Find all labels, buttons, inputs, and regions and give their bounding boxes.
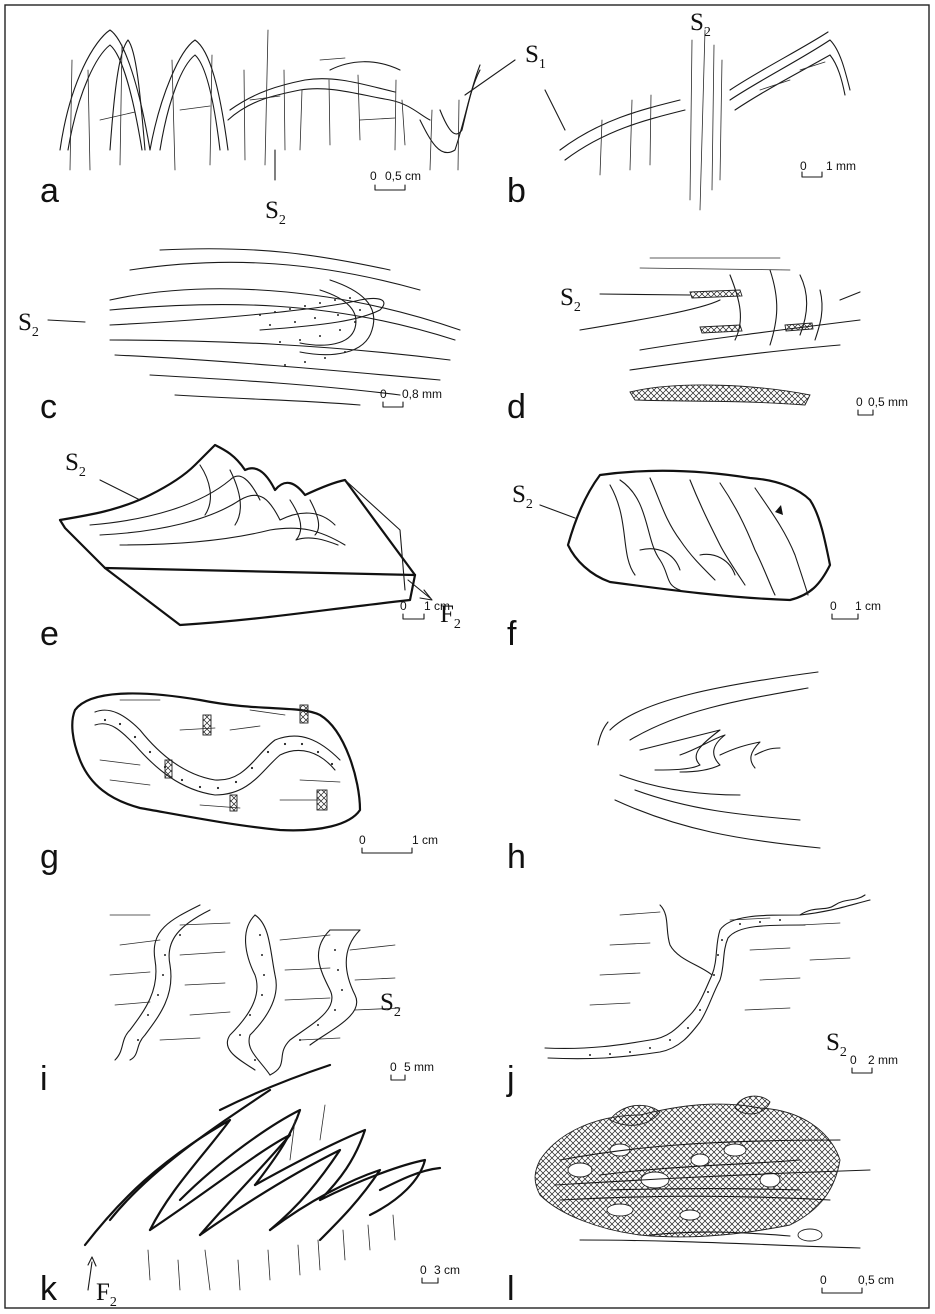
panel-j-label-s2: S2 bbox=[826, 1029, 847, 1060]
panel-a-scale-zero: 0 bbox=[370, 169, 377, 183]
panel-j-letter: j bbox=[506, 1060, 515, 1098]
panel-e-label-s2: S2 bbox=[65, 449, 86, 480]
panel-j-fold-sketch bbox=[545, 895, 870, 1059]
panel-d-scale-zero: 0 bbox=[856, 395, 863, 409]
figure-border bbox=[5, 5, 929, 1308]
panel-b-label-s2: S2 bbox=[690, 9, 711, 40]
panel-l-letter: l bbox=[507, 1270, 515, 1308]
panel-c-letter: c bbox=[40, 388, 57, 426]
panel-e-block-sketch bbox=[60, 445, 432, 625]
panel-c-scale-bar: 0 0,8 mm bbox=[380, 387, 442, 407]
panel-i-letter: i bbox=[40, 1060, 48, 1098]
panel-f-block-sketch bbox=[540, 471, 830, 600]
panel-l-scale-bar: 0 0,5 cm bbox=[820, 1273, 894, 1293]
panel-h-fold-sketch bbox=[598, 672, 820, 848]
panel-f-letter: f bbox=[507, 615, 517, 653]
panel-e: e S2 F2 0 1 cm bbox=[40, 445, 461, 653]
panel-l-clast-sketch bbox=[535, 1096, 870, 1248]
panel-j: j S2 0 2 mm bbox=[506, 895, 898, 1098]
panel-d-fold-sketch bbox=[580, 258, 860, 405]
panel-g-scale-zero: 0 bbox=[359, 833, 366, 847]
panel-d-scale-label: 0,5 mm bbox=[868, 395, 908, 409]
panel-f-scale-label: 1 cm bbox=[855, 599, 881, 613]
panel-c: c S2 0 0,8 mm bbox=[18, 249, 460, 426]
panel-b-letter: b bbox=[507, 172, 526, 210]
panel-i-scale-label: 5 mm bbox=[404, 1060, 434, 1074]
panel-g-letter: g bbox=[40, 838, 59, 876]
panel-g-scale-bar: 0 1 cm bbox=[359, 833, 438, 853]
panel-j-scale-label: 2 mm bbox=[868, 1053, 898, 1067]
panel-k-scale-bar: 0 3 cm bbox=[420, 1263, 460, 1283]
panel-d-scale-bar: 0 0,5 mm bbox=[856, 395, 908, 415]
panel-l: l 0 0,5 cm bbox=[507, 1096, 894, 1308]
panel-g-scale-label: 1 cm bbox=[412, 833, 438, 847]
panel-a: a S2 S1 0 0,5 cm bbox=[40, 30, 546, 228]
panel-f-label-s2: S2 bbox=[512, 481, 533, 512]
panel-e-scale-zero: 0 bbox=[400, 599, 407, 613]
panel-f-scale-zero: 0 bbox=[830, 599, 837, 613]
panel-j-stipple bbox=[589, 919, 781, 1056]
panel-d-letter: d bbox=[507, 388, 526, 426]
panel-b: b S2 0 1 mm bbox=[507, 9, 856, 210]
panel-b-scale-zero: 0 bbox=[800, 159, 807, 173]
panel-k-scale-zero: 0 bbox=[420, 1263, 427, 1277]
panel-c-fold-sketch bbox=[48, 249, 460, 405]
panel-h: h bbox=[507, 672, 820, 876]
panel-c-scale-label: 0,8 mm bbox=[402, 387, 442, 401]
panel-e-scale-label: 1 cm bbox=[424, 599, 450, 613]
panel-h-letter: h bbox=[507, 838, 526, 876]
panel-c-stipple bbox=[259, 297, 361, 366]
panel-a-label-s2: S2 bbox=[265, 197, 286, 228]
panel-g-pebble-sketch bbox=[72, 693, 360, 830]
panel-b-scale-label: 1 mm bbox=[826, 159, 856, 173]
panel-b-fold-sketch bbox=[545, 30, 850, 210]
panel-d: d S2 0 0,5 mm bbox=[507, 258, 908, 426]
panel-f-scale-bar: 0 1 cm bbox=[830, 599, 881, 619]
panel-k: k F2 0 3 cm bbox=[40, 1065, 460, 1310]
panel-k-fold-sketch bbox=[85, 1065, 440, 1290]
panel-i-scale-bar: 0 5 mm bbox=[390, 1060, 434, 1080]
panel-c-label-s2: S2 bbox=[18, 309, 39, 340]
panel-a-fold-sketch bbox=[60, 30, 515, 180]
panel-i-fold-sketch bbox=[110, 905, 400, 1075]
panel-k-letter: k bbox=[40, 1270, 58, 1308]
panel-a-scale-bar: 0 0,5 cm bbox=[370, 169, 421, 190]
panel-l-scale-label: 0,5 cm bbox=[858, 1273, 894, 1287]
panel-g-stipple bbox=[104, 719, 333, 789]
panel-k-scale-label: 3 cm bbox=[434, 1263, 460, 1277]
panel-j-scale-bar: 0 2 mm bbox=[850, 1053, 898, 1073]
shared-label-s1: S1 bbox=[525, 41, 546, 72]
panel-k-label-f2: F2 bbox=[96, 1279, 117, 1310]
panel-c-scale-zero: 0 bbox=[380, 387, 387, 401]
panel-i: i S2 0 5 mm bbox=[40, 905, 434, 1098]
panel-i-scale-zero: 0 bbox=[390, 1060, 397, 1074]
panel-d-label-s2: S2 bbox=[560, 284, 581, 315]
panel-a-letter: a bbox=[40, 172, 59, 210]
panel-a-scale-label: 0,5 cm bbox=[385, 169, 421, 183]
panel-g: g 0 1 cm bbox=[40, 693, 438, 876]
panel-f: f S2 0 1 cm bbox=[507, 471, 881, 653]
panel-l-scale-zero: 0 bbox=[820, 1273, 827, 1287]
panel-e-letter: e bbox=[40, 615, 59, 653]
panel-j-scale-zero: 0 bbox=[850, 1053, 857, 1067]
panel-b-scale-bar: 0 1 mm bbox=[800, 159, 856, 177]
panel-i-label-s2: S2 bbox=[380, 989, 401, 1020]
